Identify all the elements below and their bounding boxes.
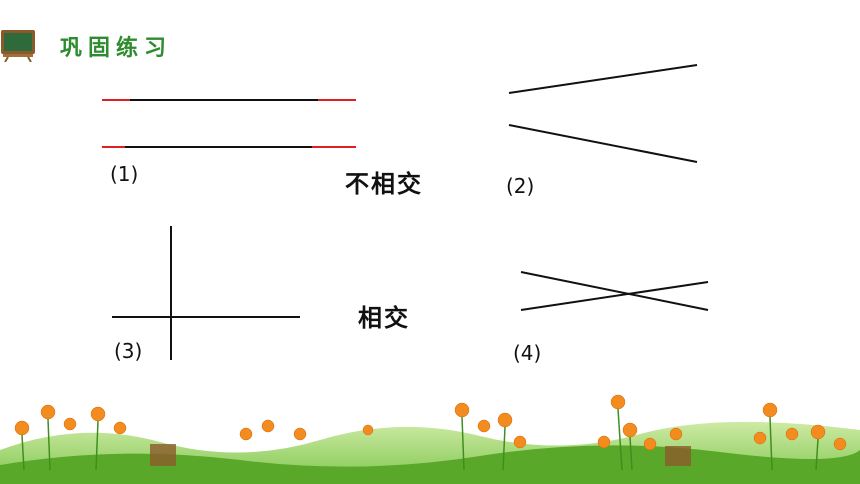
figure-1-parallel-lines (102, 99, 356, 148)
answer-intersect: 相交 (358, 304, 410, 332)
page-title: 巩固练习 (60, 36, 173, 61)
figure-3-label: (3) (114, 339, 143, 363)
figure-4-label: (4) (513, 341, 542, 365)
figure-3-perpendicular-lines (112, 226, 300, 360)
answer-not-intersect: 不相交 (345, 170, 423, 198)
figure-1-label: (1) (110, 162, 139, 186)
chalkboard-icon (1, 30, 35, 62)
figure-2-diverging-lines (508, 64, 698, 163)
figure-2-label: (2) (506, 174, 535, 198)
figure-4-crossing-lines (520, 271, 709, 311)
flower-meadow-decoration (0, 394, 860, 484)
